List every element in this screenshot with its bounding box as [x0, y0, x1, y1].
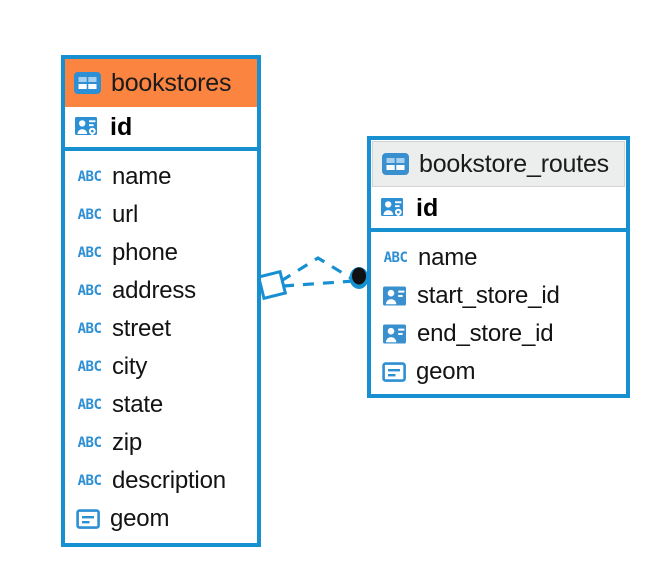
primary-key-row-bookstores[interactable]: id	[65, 107, 257, 151]
field-row[interactable]: ABC phone	[65, 234, 257, 272]
table-icon	[382, 153, 409, 175]
field-label: city	[112, 353, 148, 380]
field-row[interactable]: ABC state	[65, 386, 257, 424]
field-label: name	[112, 163, 172, 190]
table-icon	[74, 72, 101, 94]
field-row[interactable]: geom	[65, 500, 257, 538]
field-label: phone	[112, 239, 178, 266]
text-type-icon: ABC	[77, 321, 102, 337]
field-label: state	[112, 391, 164, 418]
field-list-bookstore-routes: ABC name start_store_id	[371, 232, 626, 397]
field-label: end_store_id	[417, 320, 554, 347]
text-type-icon: ABC	[77, 473, 102, 489]
text-type-icon: ABC	[77, 397, 102, 413]
field-row[interactable]: geom	[371, 353, 626, 391]
text-type-icon: ABC	[77, 169, 102, 185]
diamond-marker	[256, 269, 288, 301]
field-label: zip	[112, 429, 143, 456]
entity-bookstores[interactable]: bookstores id ABC	[61, 55, 261, 547]
entity-title: bookstores	[111, 68, 232, 97]
field-row[interactable]: ABC description	[65, 462, 257, 500]
text-type-icon: ABC	[77, 207, 102, 223]
field-label: geom	[110, 505, 170, 532]
filled-circle-marker	[349, 267, 369, 289]
primary-key-label: id	[110, 112, 133, 141]
field-row[interactable]: end_store_id	[371, 315, 626, 353]
field-row[interactable]: ABC name	[65, 158, 257, 196]
text-type-icon: ABC	[77, 435, 102, 451]
field-label: address	[112, 277, 196, 304]
text-type-icon: ABC	[77, 283, 102, 299]
field-list-bookstores: ABC name ABC url ABC phone ABC address A…	[65, 151, 257, 544]
text-type-icon: ABC	[383, 250, 408, 266]
text-type-icon: ABC	[77, 359, 102, 375]
primary-key-row-bookstore-routes[interactable]: id	[371, 188, 626, 232]
field-label: description	[112, 467, 226, 494]
foreign-key-icon	[382, 285, 408, 307]
text-type-icon: ABC	[77, 245, 102, 261]
field-row[interactable]: start_store_id	[371, 277, 626, 315]
geometry-type-icon	[382, 361, 407, 383]
field-row[interactable]: ABC url	[65, 196, 257, 234]
field-label: street	[112, 315, 171, 342]
primary-key-icon	[74, 115, 100, 139]
entity-header-bookstores[interactable]: bookstores	[65, 59, 257, 107]
field-label: start_store_id	[417, 282, 560, 309]
field-label: name	[418, 244, 478, 271]
field-row[interactable]: ABC street	[65, 310, 257, 348]
geometry-type-icon	[76, 508, 101, 530]
field-row[interactable]: ABC address	[65, 272, 257, 310]
primary-key-label: id	[416, 193, 439, 222]
primary-key-icon	[380, 196, 406, 220]
field-label: geom	[416, 358, 476, 385]
entity-bookstore-routes[interactable]: bookstore_routes id ABC	[367, 136, 630, 398]
entity-title: bookstore_routes	[419, 149, 609, 178]
entity-header-bookstore-routes[interactable]: bookstore_routes	[372, 141, 625, 187]
relationship-line-lower	[282, 279, 355, 288]
field-label: url	[112, 201, 139, 228]
field-row[interactable]: ABC city	[65, 348, 257, 386]
foreign-key-icon	[382, 323, 408, 345]
field-row[interactable]: ABC zip	[65, 424, 257, 462]
field-row[interactable]: ABC name	[371, 239, 626, 277]
relationship-line-upper	[280, 256, 355, 283]
